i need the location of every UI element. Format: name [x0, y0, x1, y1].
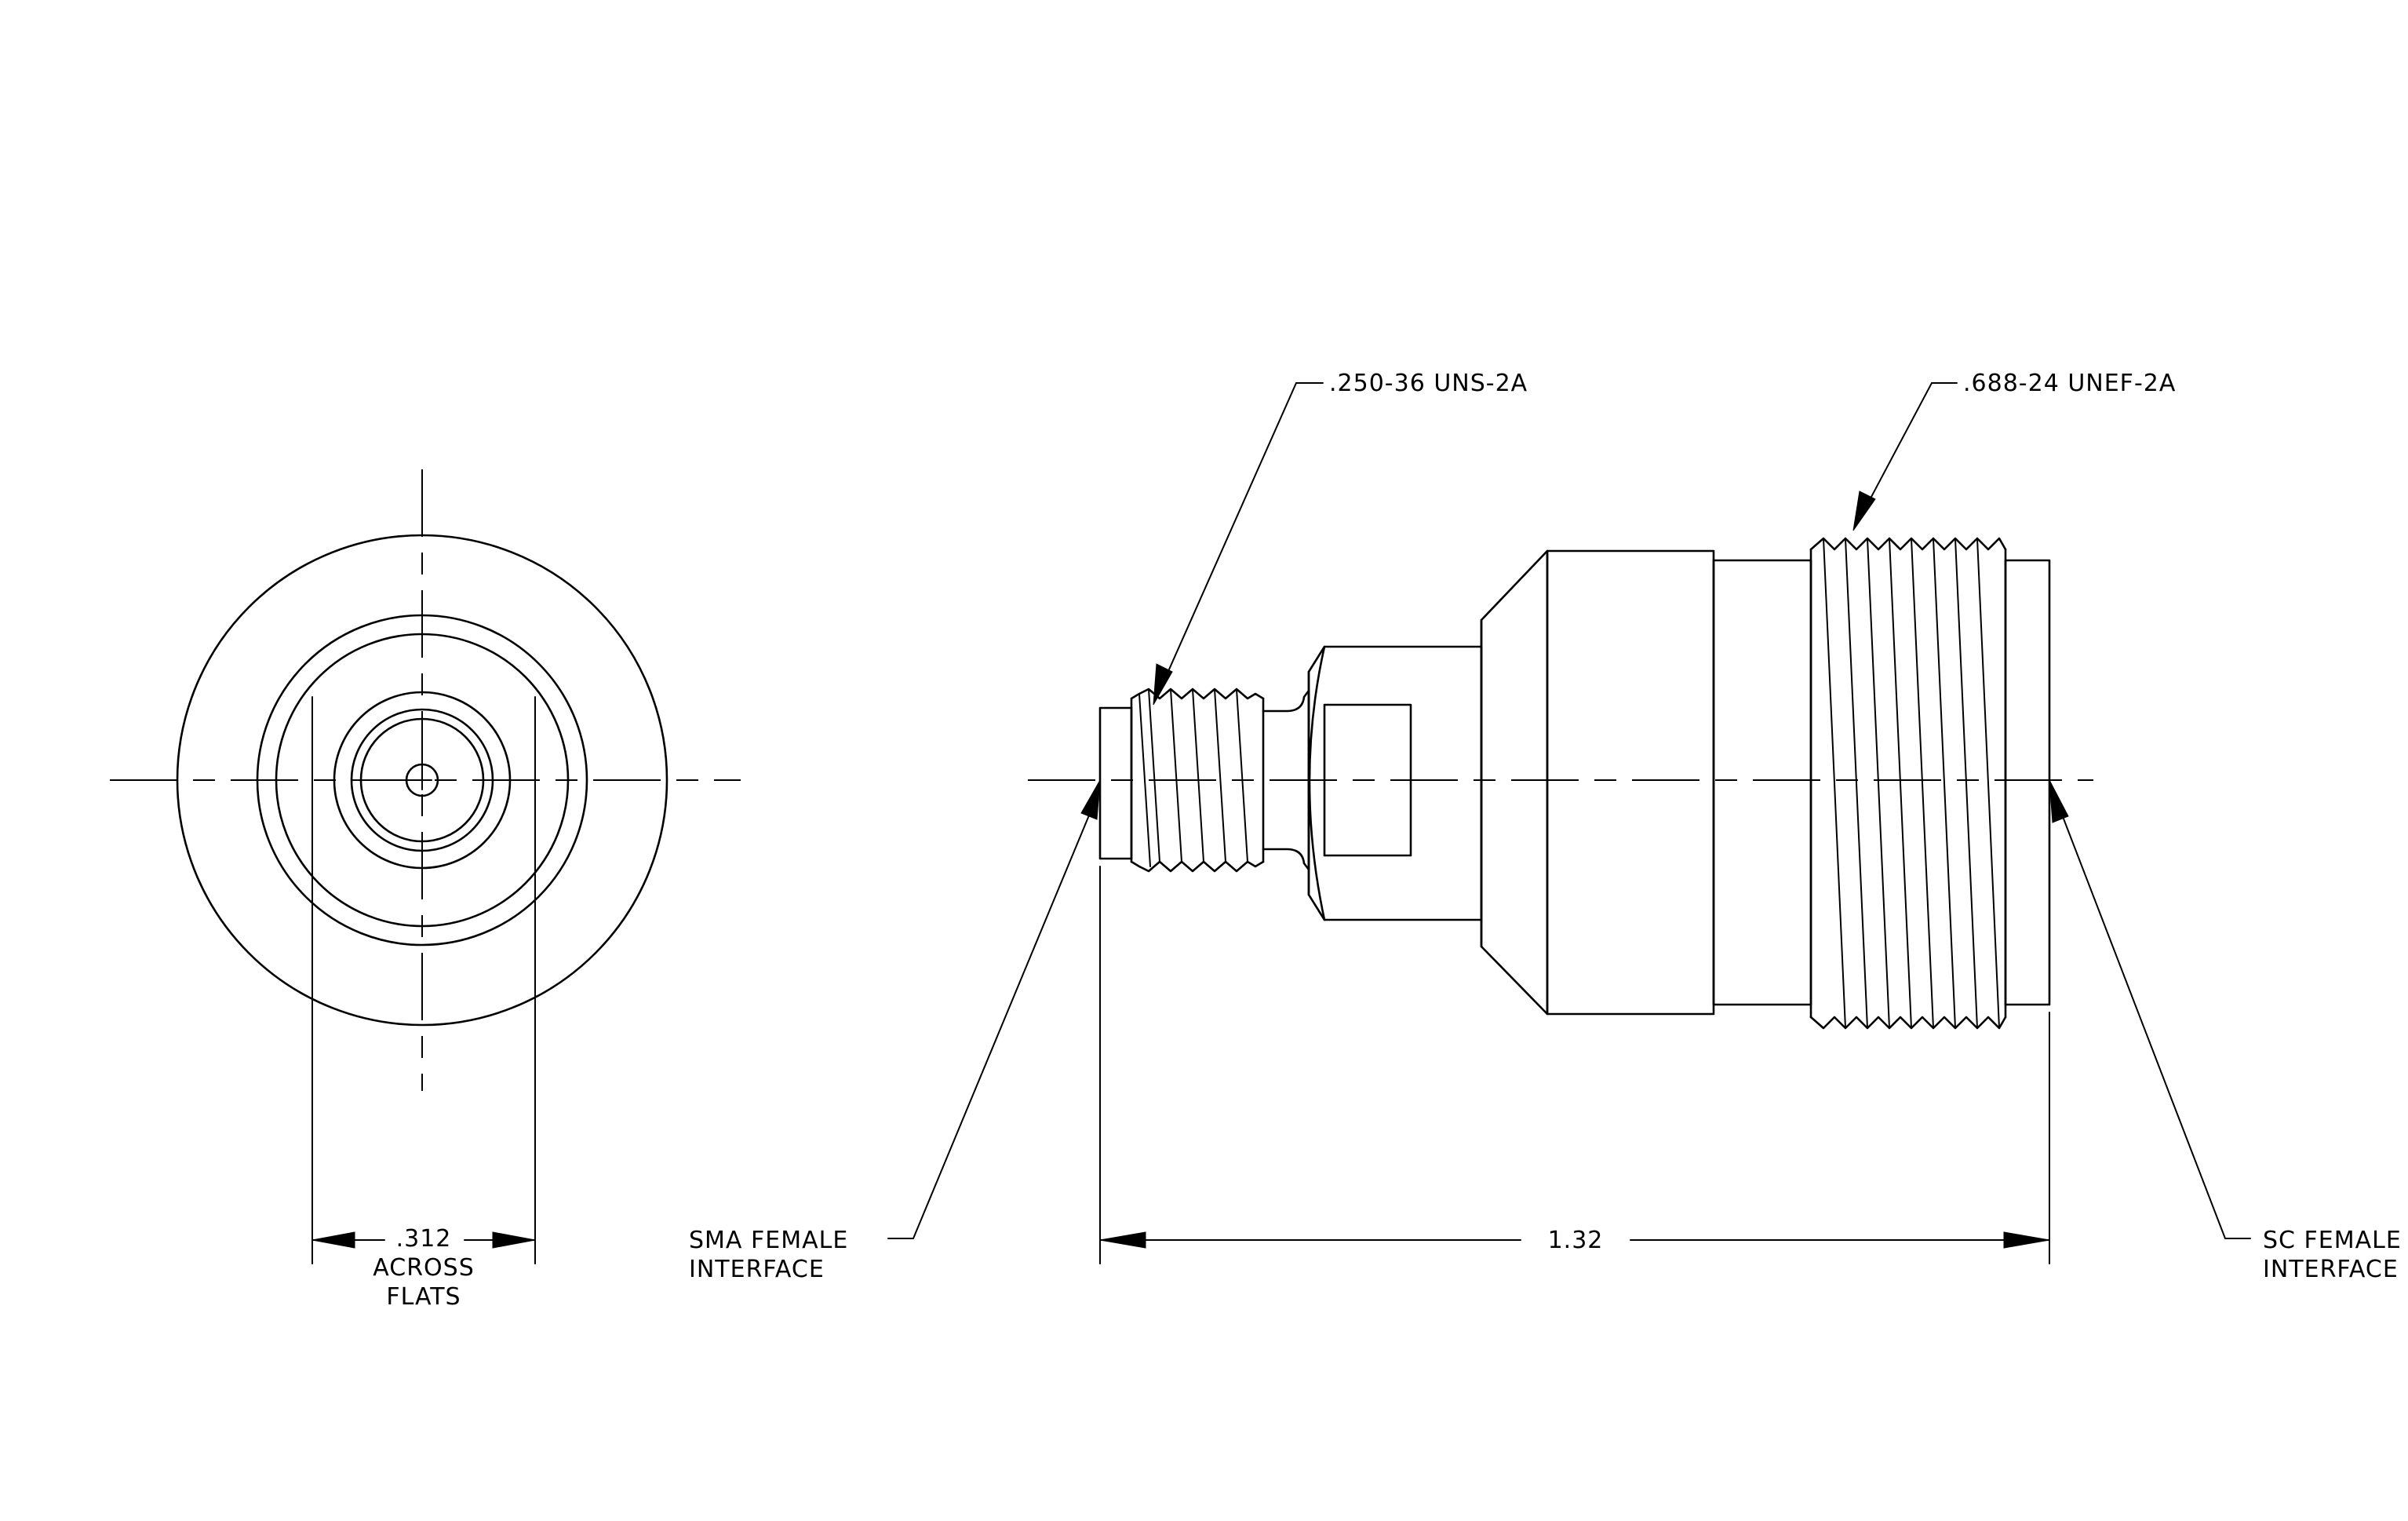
sc-interface-label: SC FEMALE INTERFACE — [2263, 1226, 2402, 1284]
overall-length-dimension — [1099, 866, 2050, 1264]
hex-outline — [1307, 645, 1483, 921]
flat-arrow-right — [492, 1231, 536, 1249]
across-flats-label: .312 ACROSS FLATS — [345, 1224, 502, 1311]
length-arrow-right — [2003, 1231, 2050, 1249]
sma-interface-line1: SMA FEMALE — [689, 1227, 849, 1254]
flat-arrow-left — [311, 1231, 355, 1249]
end-view — [110, 469, 741, 1264]
sc-thread-helix-lines — [1823, 538, 2000, 1029]
sc-thread-leader-arrow — [1852, 491, 1876, 531]
sc-interface-line1: SC FEMALE — [2263, 1227, 2402, 1254]
side-view — [1028, 537, 2093, 1030]
across-flats-line1: ACROSS — [373, 1254, 475, 1282]
sma-thread-leader — [1159, 382, 1324, 691]
sc-thread-leader — [1863, 382, 1958, 511]
sma-thread-helix-lines — [1138, 688, 1248, 867]
sc-interface-leader-arrow — [2049, 779, 2069, 823]
hex-body — [1307, 645, 1483, 921]
across-flats-value: .312 — [395, 1225, 452, 1253]
length-arrow-left — [1099, 1231, 1146, 1249]
hex-chamfer-curve — [1308, 645, 1326, 921]
sma-interface-line2: INTERFACE — [689, 1256, 825, 1283]
leaders — [887, 382, 2251, 1239]
sc-thread-label: .688-24 UNEF-2A — [1963, 370, 2177, 397]
sc-thread-crests-top — [1809, 537, 2007, 551]
cone-transition — [1480, 549, 1549, 1016]
sma-thread-label: .250-36 UNS-2A — [1329, 370, 1528, 397]
large-body — [1546, 549, 1715, 1016]
sma-thread-leader-arrow — [1153, 663, 1173, 706]
sc-interface-leader — [2053, 793, 2251, 1239]
across-flats-line2: FLATS — [386, 1283, 461, 1311]
sc-rear-face — [2004, 559, 2051, 1006]
sma-thread-crests-bottom — [1130, 860, 1265, 873]
sma-interface-leader-arrow — [1080, 779, 1101, 820]
main-body — [1480, 549, 1812, 1016]
body-shoulder — [1712, 559, 1812, 1006]
across-flats-dimension — [311, 696, 536, 1264]
sma-front-lip — [1098, 706, 1133, 860]
sma-interface-label: SMA FEMALE INTERFACE — [689, 1226, 848, 1284]
sc-thread-section — [1809, 537, 2007, 1030]
sma-interface-leader — [887, 792, 1099, 1239]
sc-interface-line2: INTERFACE — [2263, 1256, 2399, 1283]
overall-length-label: 1.32 — [1547, 1227, 1604, 1254]
sma-thread-crests-top — [1130, 688, 1265, 700]
